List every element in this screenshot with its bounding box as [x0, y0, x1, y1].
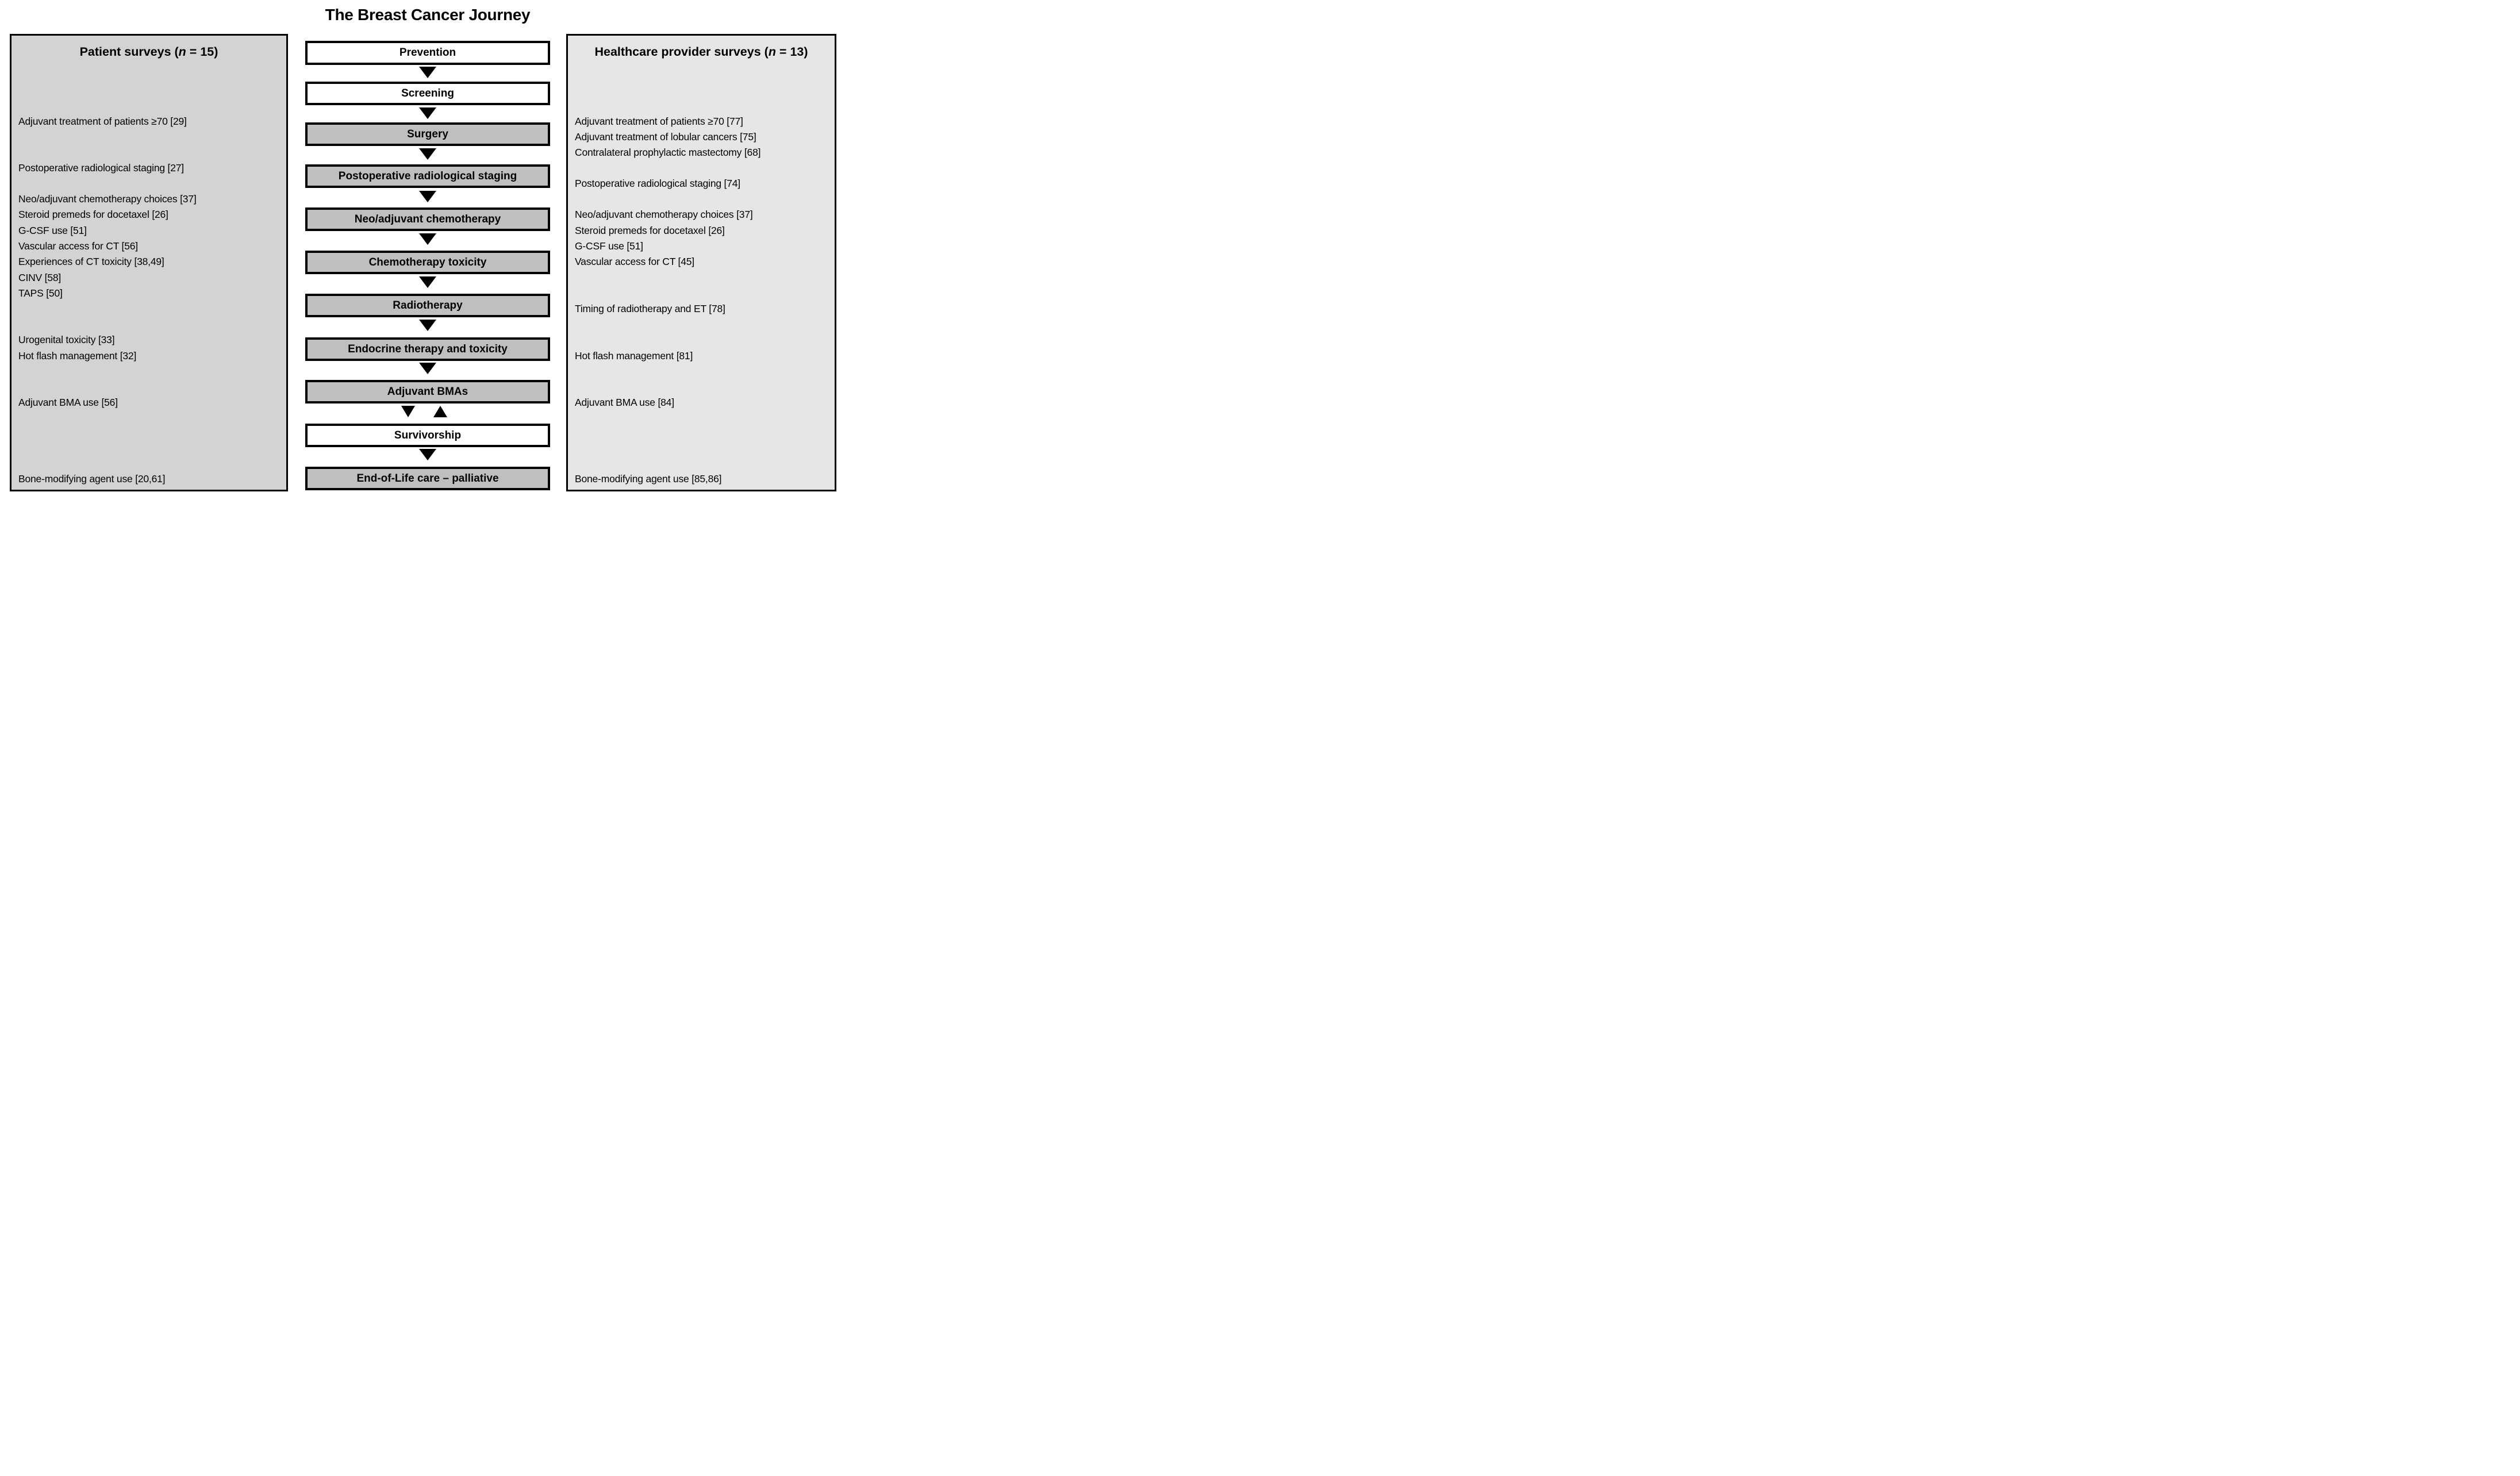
- survey-item: Adjuvant treatment of patients ≥70 [77]: [575, 116, 743, 127]
- survey-item: Steroid premeds for docetaxel [26]: [18, 209, 168, 220]
- arrow-down-icon: [419, 363, 436, 374]
- arrow-down-icon: [401, 406, 415, 417]
- header-suffix: = 15): [186, 45, 218, 59]
- healthcare-provider-surveys-header: Healthcare provider surveys (n = 13): [568, 45, 835, 59]
- stage-box-neo-adjuvant-chemotherapy: Neo/adjuvant chemotherapy: [305, 207, 550, 231]
- arrow-down-icon: [419, 67, 436, 78]
- page-title: The Breast Cancer Journey: [325, 6, 531, 24]
- survey-item: Bone-modifying agent use [20,61]: [18, 473, 166, 485]
- stage-box-survivorship: Survivorship: [305, 424, 550, 447]
- survey-item: Vascular access for CT [56]: [18, 240, 138, 252]
- breast-cancer-journey-diagram: The Breast Cancer Journey Patient survey…: [0, 0, 840, 492]
- arrow-down-icon: [419, 320, 436, 331]
- survey-item: G-CSF use [51]: [575, 240, 643, 252]
- survey-item: Urogenital toxicity [33]: [18, 334, 115, 345]
- survey-item: Adjuvant treatment of lobular cancers [7…: [575, 131, 756, 143]
- arrow-down-icon: [419, 148, 436, 160]
- stage-box-endocrine-therapy-and-toxicity: Endocrine therapy and toxicity: [305, 337, 550, 361]
- survey-item: Hot flash management [81]: [575, 350, 693, 362]
- header-n-italic: n: [768, 45, 776, 59]
- survey-item: Neo/adjuvant chemotherapy choices [37]: [575, 209, 753, 220]
- arrow-down-icon: [419, 276, 436, 288]
- patient-surveys-header: Patient surveys (n = 15): [11, 45, 286, 59]
- survey-item: Vascular access for CT [45]: [575, 256, 694, 267]
- arrow-down-icon: [419, 233, 436, 245]
- stage-box-chemotherapy-toxicity: Chemotherapy toxicity: [305, 251, 550, 274]
- stage-box-postoperative-radiological-staging: Postoperative radiological staging: [305, 164, 550, 188]
- survey-item: Adjuvant BMA use [56]: [18, 397, 118, 408]
- healthcare-provider-surveys-panel: Healthcare provider surveys (n = 13) Adj…: [566, 34, 836, 491]
- stage-box-screening: Screening: [305, 82, 550, 105]
- stage-box-prevention: Prevention: [305, 41, 550, 65]
- arrow-up-icon: [433, 406, 447, 417]
- survey-item: CINV [58]: [18, 272, 62, 283]
- survey-item: Contralateral prophylactic mastectomy [6…: [575, 147, 761, 158]
- survey-item: Hot flash management [32]: [18, 350, 137, 362]
- survey-item: TAPS [50]: [18, 287, 63, 299]
- survey-item: Postoperative radiological staging [27]: [18, 162, 184, 174]
- survey-item: Neo/adjuvant chemotherapy choices [37]: [18, 193, 197, 205]
- survey-item: Timing of radiotherapy and ET [78]: [575, 303, 725, 314]
- patient-surveys-panel: Patient surveys (n = 15) Adjuvant treatm…: [10, 34, 288, 491]
- header-n-italic: n: [178, 45, 186, 59]
- survey-item: Experiences of CT toxicity [38,49]: [18, 256, 164, 267]
- stage-box-radiotherapy: Radiotherapy: [305, 294, 550, 317]
- stage-box-end-of-life-care-palliative: End-of-Life care – palliative: [305, 467, 550, 490]
- header-suffix: = 13): [775, 45, 808, 59]
- survey-item: Adjuvant BMA use [84]: [575, 397, 674, 408]
- survey-item: Postoperative radiological staging [74]: [575, 178, 740, 189]
- header-prefix: Healthcare provider surveys (: [594, 45, 769, 59]
- stage-box-surgery: Surgery: [305, 122, 550, 146]
- arrow-down-icon: [419, 191, 436, 202]
- survey-item: Steroid premeds for docetaxel [26]: [575, 225, 725, 236]
- arrow-down-icon: [419, 107, 436, 119]
- survey-item: Adjuvant treatment of patients ≥70 [29]: [18, 116, 187, 127]
- survey-item: G-CSF use [51]: [18, 225, 87, 236]
- survey-item: Bone-modifying agent use [85,86]: [575, 473, 722, 485]
- arrow-down-icon: [419, 449, 436, 460]
- header-prefix: Patient surveys (: [79, 45, 179, 59]
- stage-box-adjuvant-bmas: Adjuvant BMAs: [305, 380, 550, 403]
